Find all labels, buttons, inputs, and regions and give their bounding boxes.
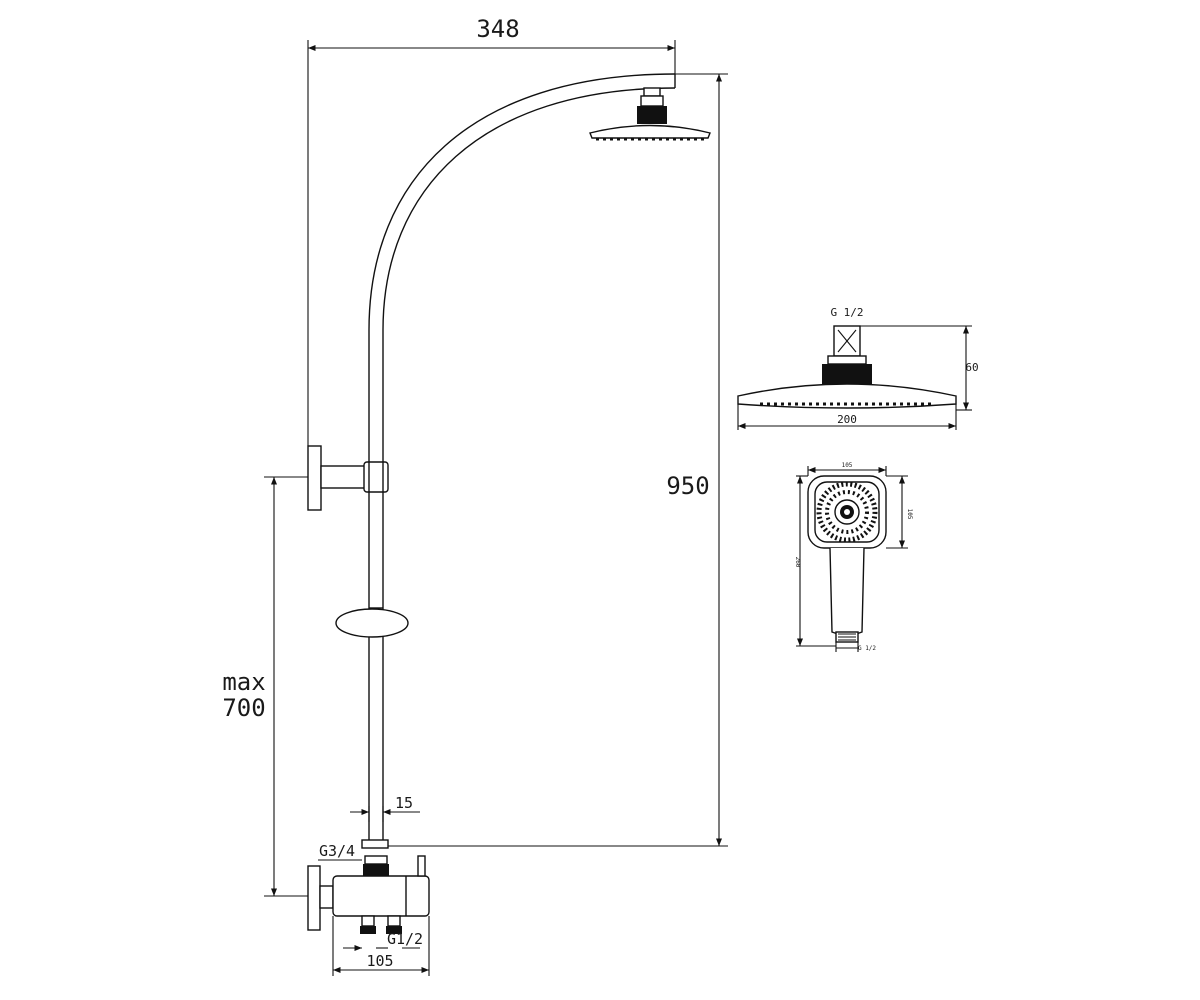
pipe-diameter-label: 15 [395,794,413,812]
head-detail: 60 G 1/2 200 [737,306,979,430]
outlet-thread-callout: G1/2 [343,930,423,952]
head-thread-label: G 1/2 [830,306,863,319]
max-value-label: 700 [222,694,265,722]
overall-height-label: 950 [666,472,709,500]
dimension-pipe-diameter: 15 [350,794,420,822]
mixer-valve [307,839,430,934]
dimension-overall-width: 348 [307,15,676,446]
dimension-valve-width: 105 [332,916,430,976]
max-label: max [222,668,265,696]
valve-width-label: 105 [366,952,393,970]
inlet-thread-callout: G3/4 [318,842,362,861]
dimension-overall-height: 950 [388,73,728,847]
overhead-shower-head [589,87,711,141]
curved-arm [368,73,676,331]
overall-width-label: 348 [476,15,519,43]
hand-face-width-label: 105 [842,462,853,469]
head-height-label: 60 [965,361,978,374]
inlet-thread-label: G3/4 [319,842,355,860]
riser-pipe [368,330,384,840]
wall-bracket-upper [307,445,389,511]
dimension-max-height: max 700 [222,476,308,897]
outlet-thread-label: G1/2 [387,930,423,948]
hand-face-height-label: 105 [906,509,913,520]
main-assembly: 348 950 max 700 15 G3/ [222,15,728,976]
soap-dish [335,608,409,638]
hand-length-label: 260 [794,557,801,568]
head-diameter-label: 200 [837,413,857,426]
hand-thread-label: G 1/2 [858,645,876,652]
hand-shower-detail: 105 105 260 G 1/2 [794,462,913,652]
